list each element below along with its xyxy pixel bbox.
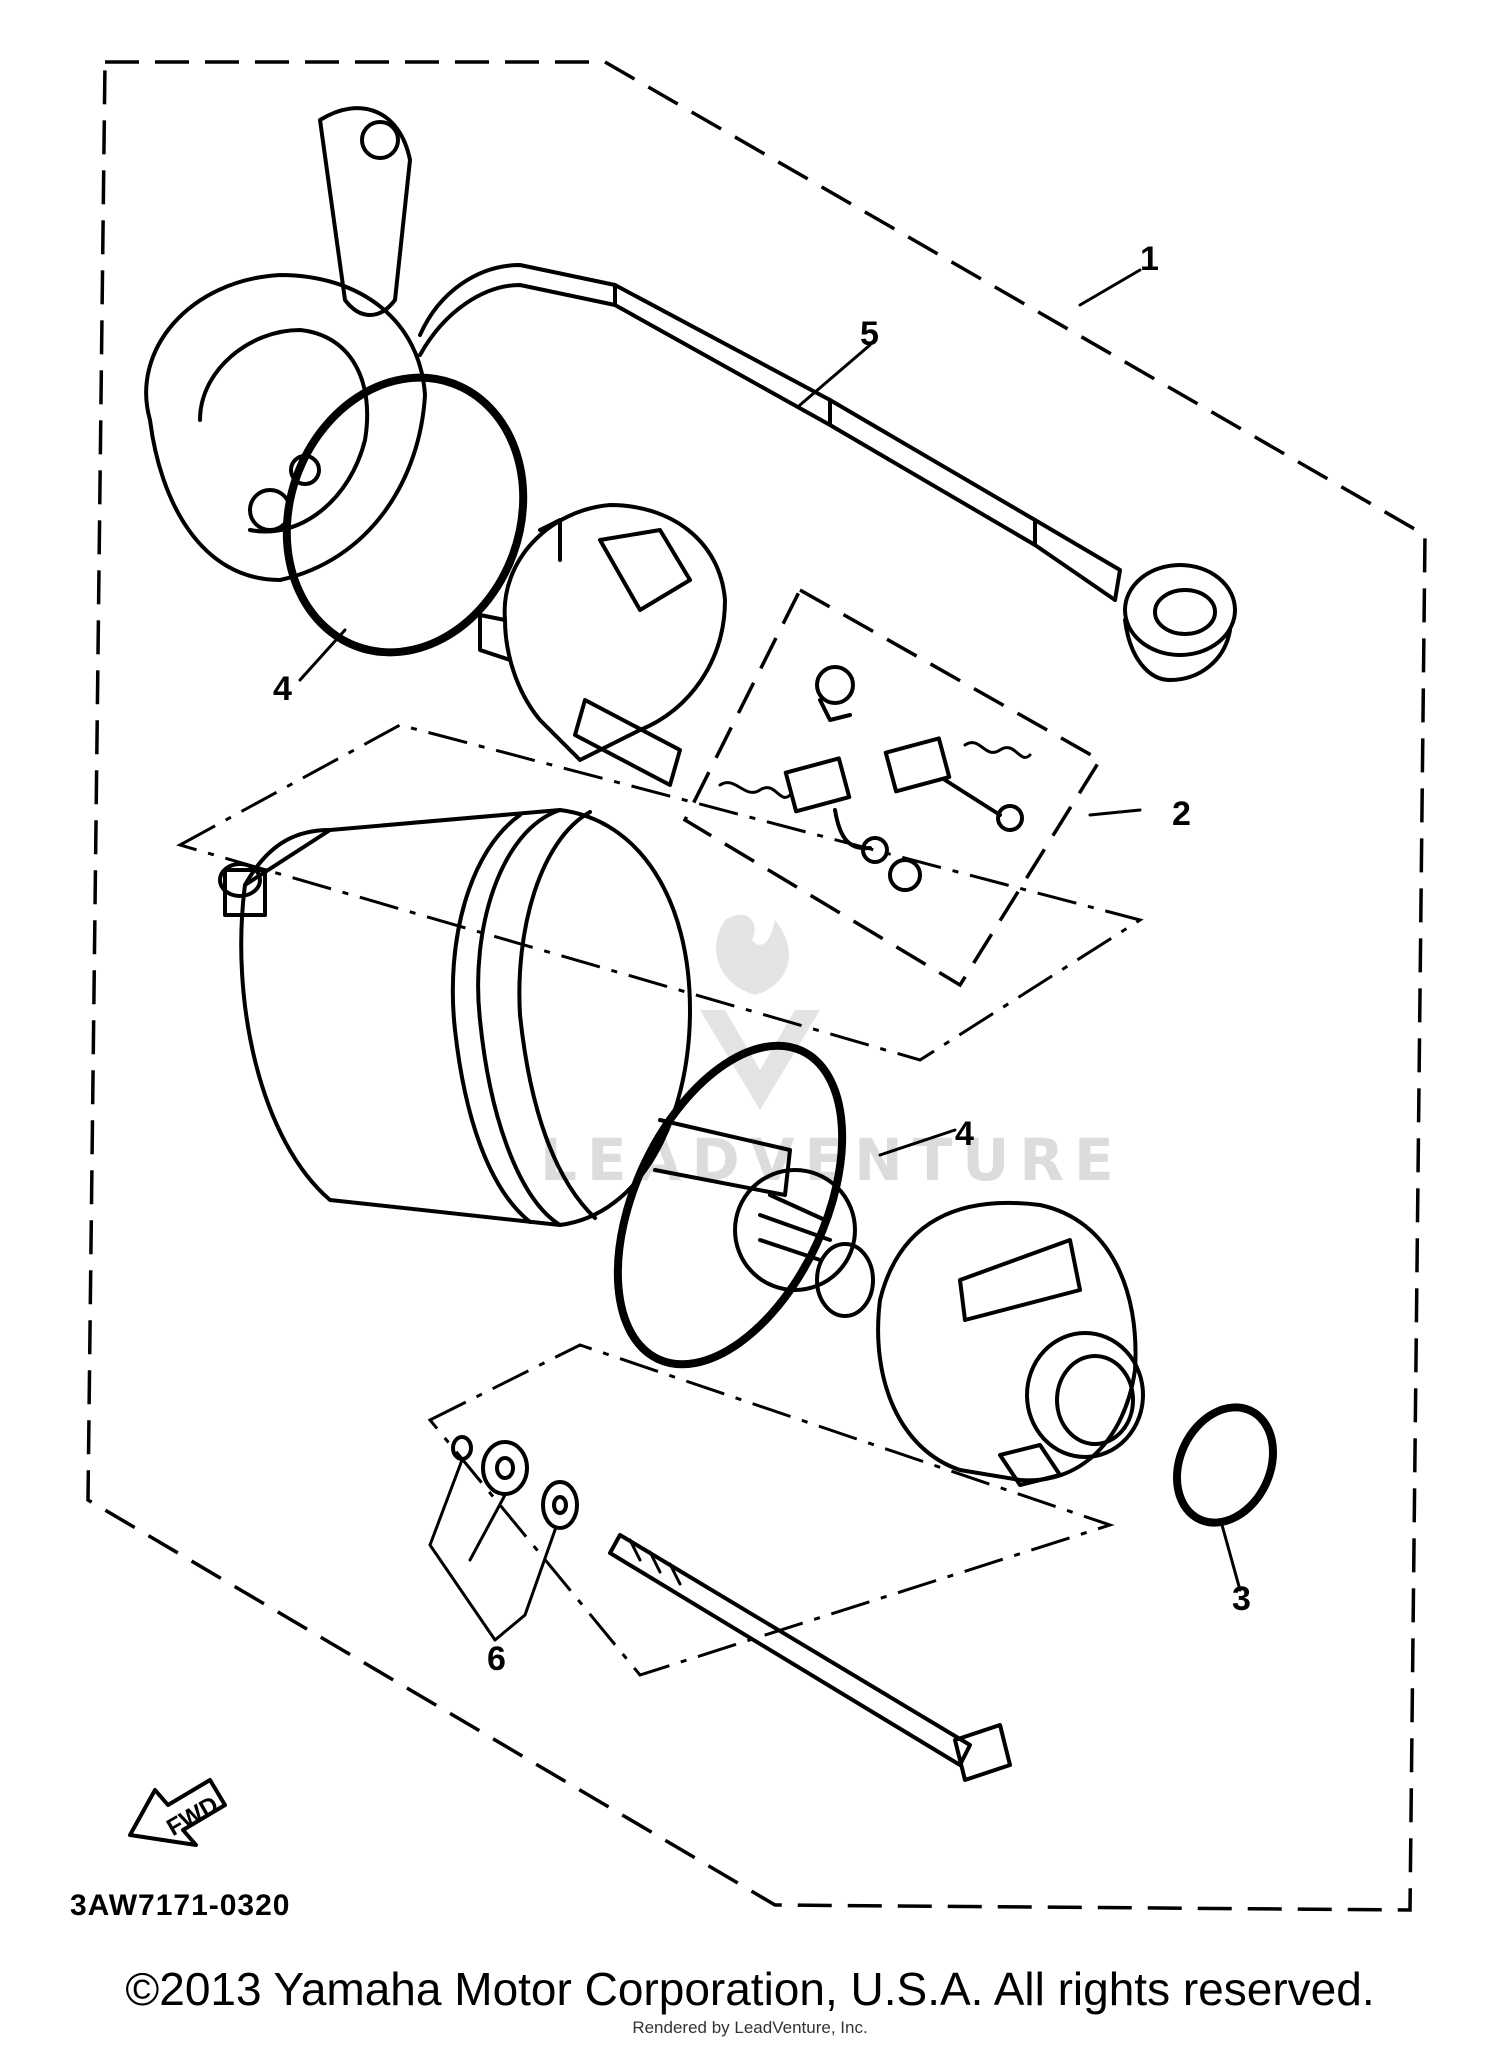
- rear-cover: [876, 1200, 1145, 1487]
- callout-4-upper: 4: [273, 670, 292, 708]
- copyright-text: ©2013 Yamaha Motor Corporation, U.S.A. A…: [125, 1963, 1375, 2015]
- rendered-by-text: Rendered by LeadVenture, Inc.: [632, 2018, 868, 2037]
- o-ring-small: [1172, 1403, 1278, 1527]
- callout-5: 5: [860, 315, 879, 353]
- callout-2: 2: [1172, 795, 1191, 833]
- leader-lines: [298, 268, 1242, 1642]
- brush-holder: [478, 503, 727, 787]
- callout-1: 1: [1140, 240, 1159, 278]
- brush-kit-parts: [718, 665, 1032, 892]
- lower-plane: [427, 1343, 1115, 1677]
- watermark: LEADVENTURE: [540, 914, 1114, 1194]
- callout-6: 6: [487, 1640, 506, 1678]
- callout-3: 3: [1232, 1580, 1251, 1618]
- washer-set: [451, 1435, 579, 1530]
- assembly-boundary: [86, 60, 1427, 1912]
- o-ring-lower: [613, 1041, 847, 1369]
- lead-wire: [418, 263, 1237, 682]
- upper-plane: [176, 723, 1144, 1062]
- o-ring-upper: [282, 373, 528, 657]
- through-bolt: [608, 1533, 1012, 1782]
- callout-4-lower: 4: [955, 1115, 974, 1153]
- fwd-arrow-icon: FWD: [128, 1778, 227, 1847]
- fwd-label: FWD: [162, 1791, 223, 1842]
- diagram-code: 3AW7171-0320: [70, 1889, 290, 1922]
- brush-kit-boundary: [682, 587, 1103, 988]
